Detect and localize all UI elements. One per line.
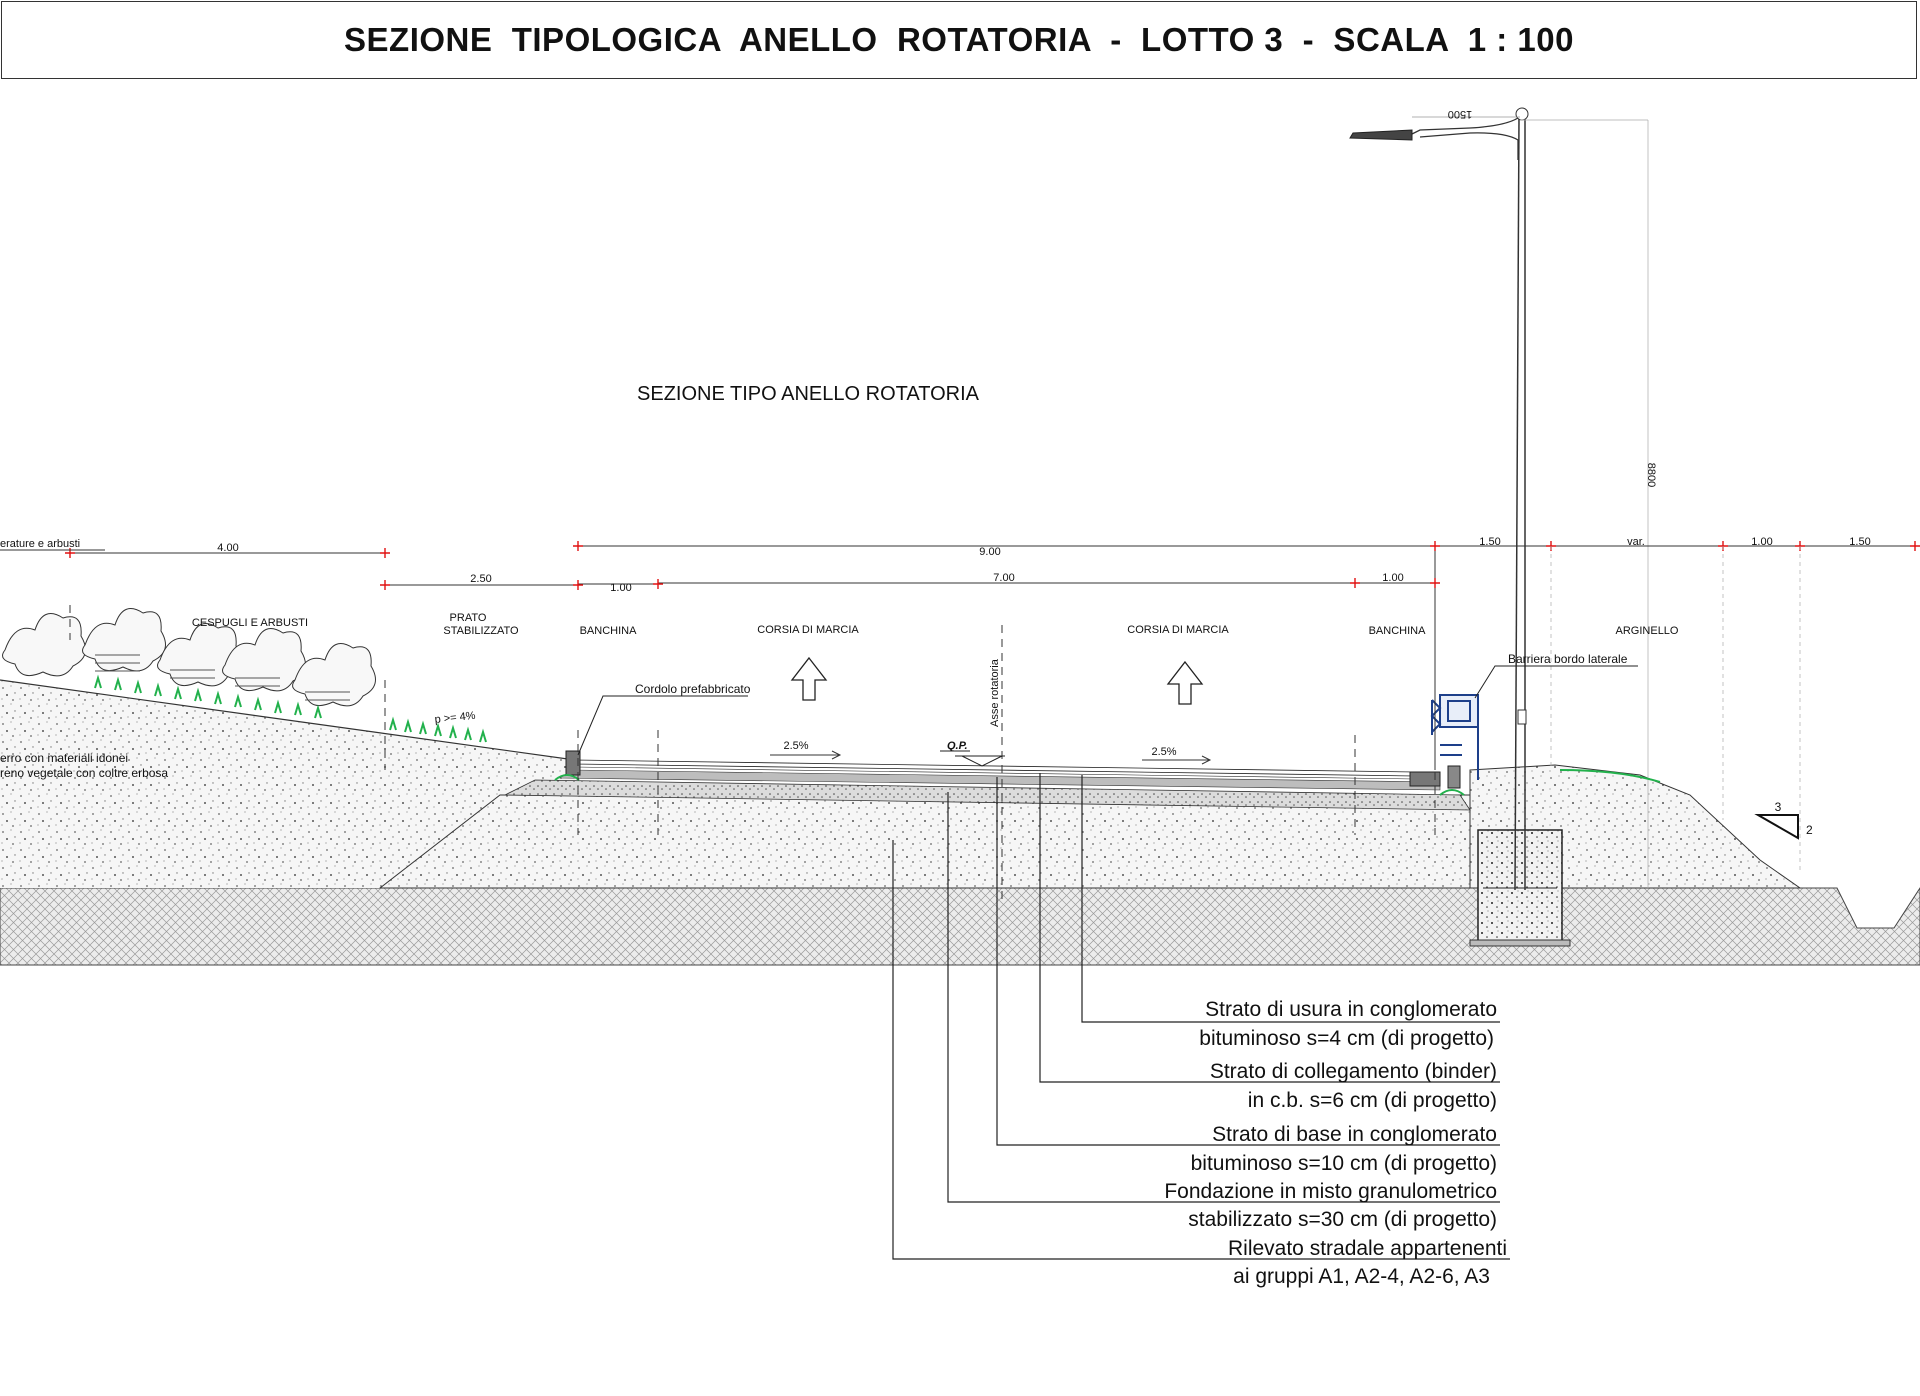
layer-fondazione-line1: Fondazione in misto granulometrico [1164,1180,1497,1203]
svg-text:1.00: 1.00 [1382,572,1403,584]
embankment-fill [0,680,577,888]
precast-curb-right [1409,771,1441,787]
svg-text:7.00: 7.00 [993,572,1014,584]
svg-text:4.00: 4.00 [217,542,238,554]
svg-text:reno vegetale con coltre erbos: reno vegetale con coltre erbosa [0,766,168,780]
svg-text:1500: 1500 [1448,108,1472,120]
zone-banchina-right: BANCHINA [1369,625,1427,637]
slope-ratio-triangle [1754,814,1799,840]
zone-prato-1: PRATO [450,612,487,624]
lamp-head-icon [1349,129,1413,141]
pole-foundation [1477,829,1563,943]
side-barrier [1430,694,1479,780]
natural-ground [0,887,1920,966]
layer-binder-line1: Strato di collegamento (binder) [1210,1060,1497,1083]
svg-text:1.00: 1.00 [610,582,631,594]
layer-rilevato-line2: ai gruppi A1, A2-4, A2-6, A3 [1233,1265,1490,1288]
layer-usura-line1: Strato di usura in conglomerato [1205,998,1497,1021]
road-embankment [378,794,1471,889]
svg-text:p >= 4%: p >= 4% [434,710,476,726]
svg-text:2.5%: 2.5% [1151,746,1176,758]
svg-text:2.50: 2.50 [470,573,491,585]
svg-text:2: 2 [1806,823,1813,837]
svg-text:3: 3 [1775,800,1782,814]
svg-text:8800: 8800 [1645,463,1657,487]
zone-corsia-left: CORSIA DI MARCIA [757,624,859,636]
svg-text:erro con materiali idonei: erro con materiali idonei [0,751,128,765]
dimension-chain-top [0,545,1920,770]
svg-text:2.5%: 2.5% [783,740,808,752]
layer-rilevato-line1: Rilevato stradale appartenenti [1228,1237,1507,1260]
layer-base-line1: Strato di base in conglomerato [1212,1123,1497,1146]
traffic-arrow-icon [790,656,828,701]
layer-base-line2: bituminoso s=10 cm (di progetto) [1191,1152,1497,1175]
zone-cespugli: CESPUGLI E ARBUSTI [192,617,308,629]
layer-binder-line2: in c.b. s=6 cm (di progetto) [1248,1089,1497,1112]
layer-leaders [892,773,1510,1260]
layer-fondazione-line2: stabilizzato s=30 cm (di progetto) [1188,1208,1497,1231]
svg-text:1.50: 1.50 [1849,536,1870,548]
light-pole: 1500 8800 [1349,107,1657,891]
qp-label: Q.P. [947,740,968,752]
svg-text:var.: var. [1627,536,1645,548]
zone-prato-2: STABILIZZATO [443,625,519,637]
layer-usura-line2: bituminoso s=4 cm (di progetto) [1199,1027,1494,1050]
asse-label: Asse rotatoria [989,658,1001,727]
svg-text:1.50: 1.50 [1479,536,1500,548]
barriera-label: Barriera bordo laterale [1508,652,1628,666]
precast-curb-left [565,750,581,776]
left-cut-label: erature e arbusti [0,538,80,550]
section-subtitle: SEZIONE TIPO ANELLO ROTATORIA [637,383,980,405]
svg-text:9.00: 9.00 [979,546,1000,558]
zone-arginello: ARGINELLO [1616,625,1679,637]
level-marker-icon [961,755,1003,767]
grass-strip [94,674,1661,796]
traffic-arrow-icon [1166,660,1204,705]
cordolo-label: Cordolo prefabbricato [635,682,751,696]
zone-corsia-right: CORSIA DI MARCIA [1127,624,1229,636]
svg-text:1.00: 1.00 [1751,536,1772,548]
left-slope-line [0,679,576,761]
title-block: SEZIONE TIPOLOGICA ANELLO ROTATORIA - LO… [1,1,1917,79]
drawing-title: SEZIONE TIPOLOGICA ANELLO ROTATORIA - LO… [344,21,1574,58]
zone-banchina-left: BANCHINA [580,625,638,637]
foundation-layer [504,779,1471,811]
shrubs-group [2,608,376,707]
